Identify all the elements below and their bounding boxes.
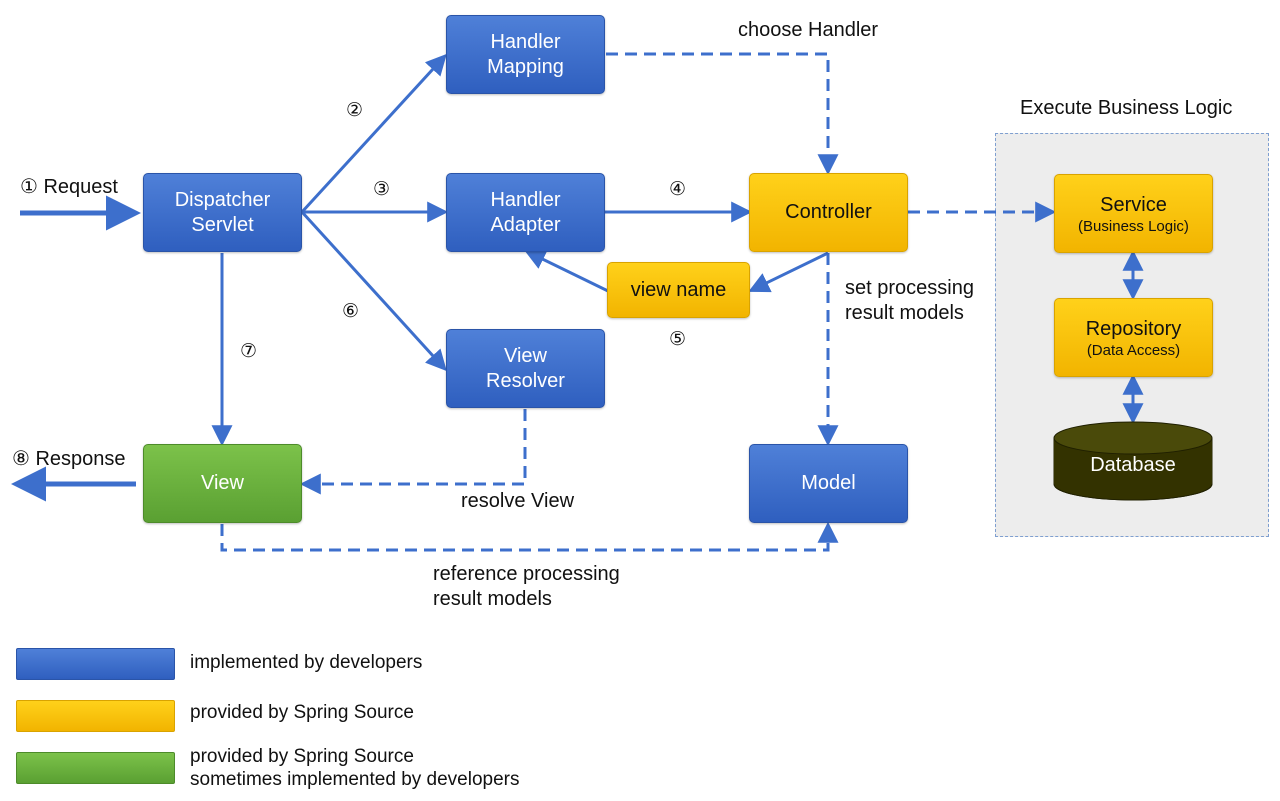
controller-box: Controller — [749, 173, 908, 252]
arrow-reference-models — [220, 521, 839, 552]
view-resolver-label-1: View — [504, 344, 547, 367]
controller-label: Controller — [785, 201, 872, 223]
reference-processing-label-2: result models — [433, 588, 552, 610]
handler-mapping-label-1: Handler — [490, 30, 561, 53]
service-subtitle: (Business Logic) — [1078, 217, 1189, 235]
request-label: ① Request — [20, 176, 118, 198]
step-5-marker: ⑤ — [669, 329, 687, 350]
choose-handler-label: choose Handler — [738, 19, 879, 41]
arrow-step-2 — [300, 53, 447, 214]
repository-title: Repository — [1085, 317, 1182, 340]
dispatcher-servlet-box: Dispatcher Servlet — [143, 173, 302, 252]
legend-swatch-spring — [16, 700, 175, 732]
view-name-box: view name — [607, 262, 750, 318]
model-label: Model — [801, 472, 856, 494]
database-cylinder — [1053, 421, 1213, 501]
service-box: Service (Business Logic) — [1054, 174, 1213, 253]
arrow-step-6 — [300, 210, 447, 372]
database-label: Database — [1090, 454, 1176, 476]
response-label: ⑧ Response — [12, 448, 126, 470]
legend-text-spring: provided by Spring Source — [190, 702, 414, 723]
resolve-view-label: resolve View — [461, 490, 575, 512]
handler-adapter-label-2: Adapter — [490, 213, 561, 236]
handler-adapter-box: Handler Adapter — [446, 173, 605, 252]
legend-text-developers: implemented by developers — [190, 652, 423, 673]
dispatcher-servlet-label-1: Dispatcher — [174, 188, 271, 211]
handler-adapter-label-1: Handler — [490, 188, 561, 211]
arrow-viewname-to-adapter — [524, 249, 609, 293]
step-7-marker: ⑦ — [240, 341, 258, 362]
repository-box: Repository (Data Access) — [1054, 298, 1213, 377]
dispatcher-servlet-label-2: Servlet — [191, 213, 254, 236]
set-processing-label-2: result models — [845, 302, 964, 324]
handler-mapping-box: Handler Mapping — [446, 15, 605, 94]
arrow-controller-to-viewname — [748, 251, 829, 293]
view-label: View — [201, 472, 244, 494]
arrow-resolve-view — [299, 409, 527, 495]
set-processing-label-1: set processing — [845, 277, 974, 299]
legend-text-mixed-2: sometimes implemented by developers — [190, 769, 520, 790]
handler-mapping-label-2: Mapping — [487, 55, 564, 78]
legend-text-mixed-1: provided by Spring Source — [190, 746, 414, 767]
model-box: Model — [749, 444, 908, 523]
step-4-marker: ④ — [669, 179, 687, 200]
arrow-choose-handler — [606, 52, 839, 176]
view-resolver-box: View Resolver — [446, 329, 605, 408]
view-name-label: view name — [630, 278, 727, 301]
reference-processing-label-1: reference processing — [433, 563, 620, 585]
repository-subtitle: (Data Access) — [1086, 341, 1181, 359]
step-3-marker: ③ — [373, 179, 391, 200]
view-box: View — [143, 444, 302, 523]
step-6-marker: ⑥ — [342, 301, 360, 322]
legend-swatch-developers — [16, 648, 175, 680]
view-resolver-label-2: Resolver — [486, 369, 565, 392]
service-title: Service — [1100, 193, 1167, 216]
legend-swatch-mixed — [16, 752, 175, 784]
step-2-marker: ② — [346, 100, 364, 121]
execute-business-logic-label: Execute Business Logic — [1020, 97, 1233, 119]
